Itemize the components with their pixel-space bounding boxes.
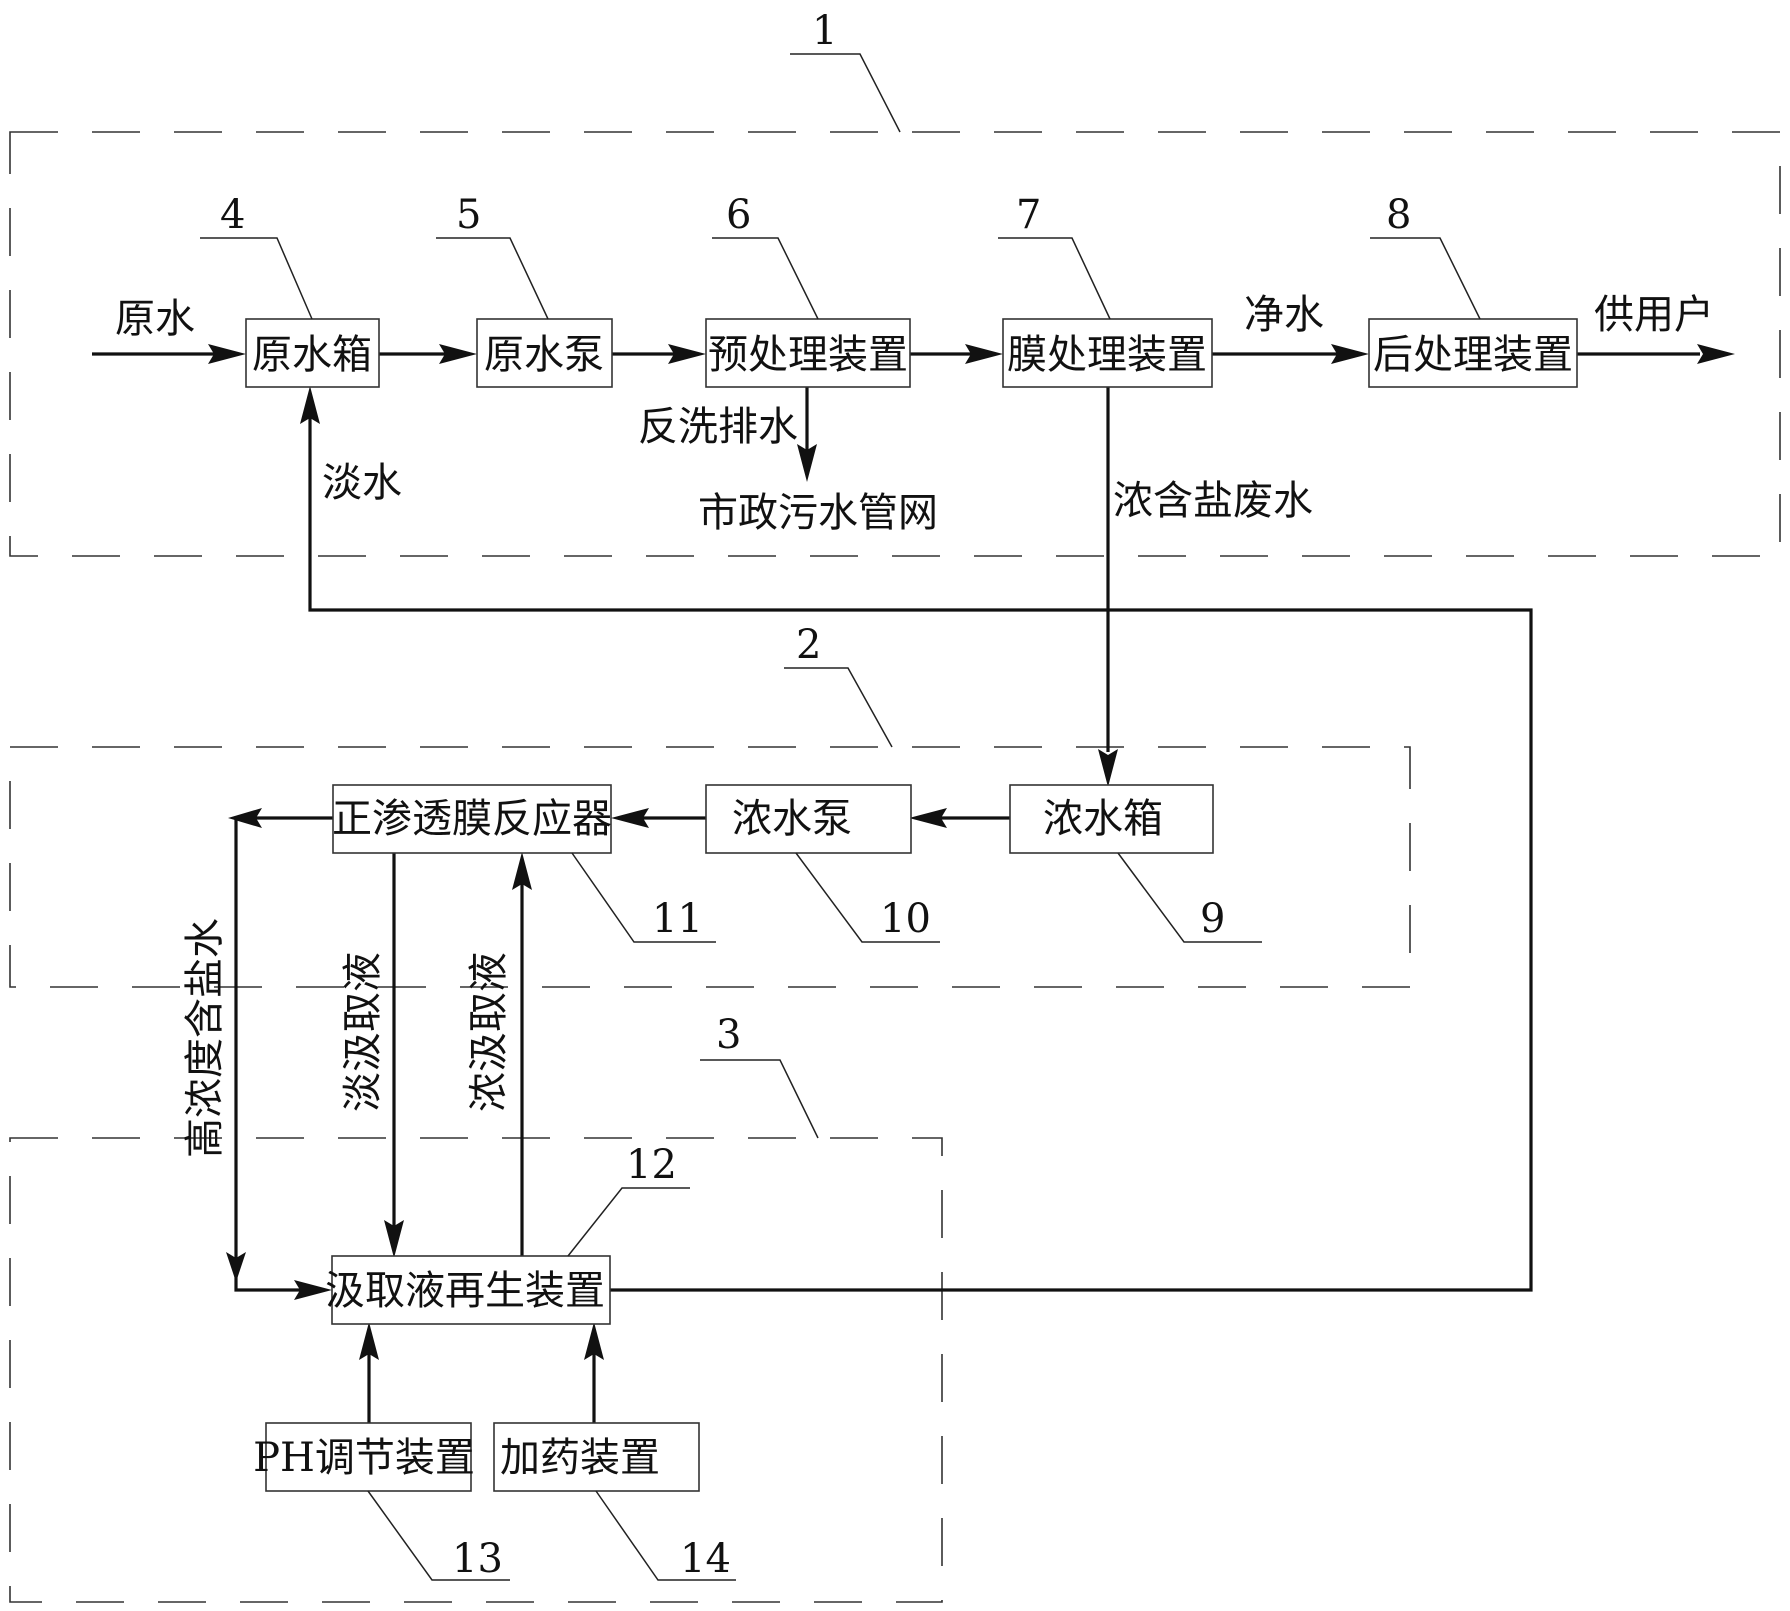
ref-2: 2 [784,622,893,748]
post-treatment-unit-label: 后处理装置 [1373,332,1573,378]
dosing-unit: 加药装置 [493,1422,700,1492]
ref-10: 10 [795,852,940,943]
to-users-label: 供用户 [1594,292,1714,338]
high-concentration-saline-line [234,816,333,1292]
arrowhead [226,1252,246,1282]
concentrated-saline-wastewater-label: 浓含盐废水 [1113,478,1313,524]
ref-2-number: 2 [796,622,821,668]
raw-water-pump: 原水泵 [476,318,613,388]
arrowhead [384,1220,404,1258]
ref-7-number: 7 [1016,192,1041,238]
ref-4-number: 4 [220,192,245,238]
ref-9-number: 9 [1200,896,1225,942]
arrowhead [1697,344,1735,364]
ref-12: 12 [567,1142,690,1257]
flow-lines [92,344,1735,1423]
ref-8-number: 8 [1386,192,1411,238]
ref-8: 8 [1370,192,1481,320]
fresh-water-return-line [308,418,1533,1292]
fresh-water-label: 淡水 [322,460,402,506]
ref-5-number: 5 [456,192,481,238]
municipal-sewer-label: 市政污水管网 [698,490,938,536]
raw-water-label: 原水 [115,296,195,342]
ref-9: 9 [1117,852,1262,943]
clean-water-label: 净水 [1244,292,1324,338]
pretreatment-unit: 预处理装置 [705,318,911,388]
ref-7: 7 [998,192,1111,320]
arrowhead [359,1322,379,1360]
concentrate-pump: 浓水泵 [705,784,912,854]
ref-13: 13 [367,1490,510,1582]
ref-1: 1 [790,8,901,133]
arrowhead [909,808,947,828]
ref-10-number: 10 [880,896,931,942]
pretreatment-unit-label: 预处理装置 [708,332,908,378]
ref-6-number: 6 [726,192,751,238]
subsystem-1-boundary [9,131,1781,557]
ref-5: 5 [436,192,549,320]
arrowhead [584,1322,604,1360]
ref-4: 4 [200,192,313,320]
arrowhead [965,344,1003,364]
ref-13-number: 13 [452,1536,503,1582]
arrowhead [1331,344,1369,364]
concentrate-tank: 浓水箱 [1009,784,1214,854]
concentrated-draw-solution-label: 浓汲取液 [466,952,512,1112]
arrowhead [668,344,706,364]
subsystem-3-boundary [9,1137,943,1603]
arrowhead [1098,749,1118,787]
forward-osmosis-reactor-label: 正渗透膜反应器 [332,796,612,842]
raw-water-pump-label: 原水泵 [484,332,604,378]
backwash-drain-label: 反洗排水 [638,404,798,450]
concentrate-pump-label: 浓水泵 [732,796,852,842]
arrowhead [797,444,817,482]
ref-11: 11 [571,852,716,943]
arrowhead [611,808,649,828]
arrowhead [208,344,246,364]
concentrate-tank-label: 浓水箱 [1043,796,1163,842]
ref-11-number: 11 [652,896,703,942]
draw-solution-regeneration-unit: 汲取液再生装置 [325,1255,611,1325]
ph-adjustment-label: PH调节装置 [253,1435,475,1481]
membrane-unit-label: 膜处理装置 [1007,332,1207,378]
raw-water-tank-label: 原水箱 [252,332,372,378]
membrane-unit: 膜处理装置 [1002,318,1213,388]
arrowhead [294,1280,332,1300]
post-treatment-unit: 后处理装置 [1368,318,1578,388]
dilute-draw-solution-label: 淡汲取液 [340,952,386,1112]
arrowhead [512,852,532,890]
subsystem-2-boundary [9,746,1411,988]
ref-1-number: 1 [812,8,837,54]
arrowhead [228,808,262,828]
arrowhead [300,386,320,424]
ph-adjustment-unit: PH调节装置 [253,1422,475,1492]
high-concentration-saline-label: 高浓度含盐水 [182,918,228,1158]
ref-6: 6 [712,192,819,320]
ref-3: 3 [700,1012,819,1139]
ref-12-number: 12 [626,1142,677,1188]
ref-14: 14 [595,1490,736,1582]
arrowhead [439,344,477,364]
ref-3-number: 3 [716,1012,741,1058]
raw-water-tank: 原水箱 [245,318,380,388]
ref-14-number: 14 [680,1536,731,1582]
dosing-unit-label: 加药装置 [500,1435,660,1481]
forward-osmosis-reactor: 正渗透膜反应器 [332,784,612,854]
draw-solution-regeneration-label: 汲取液再生装置 [325,1268,605,1314]
